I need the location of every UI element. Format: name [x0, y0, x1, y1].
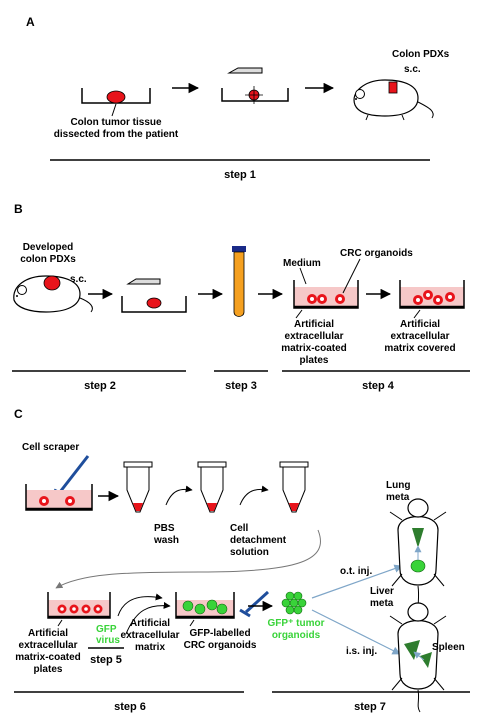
mouse-lung-meta-icon: [389, 498, 447, 617]
gfp-virus-2: virus: [96, 635, 120, 646]
step5-label: step 5: [90, 654, 122, 666]
tissue-label-line2: dissected from the patient: [54, 129, 179, 140]
aem-covered-pointer: [413, 309, 421, 319]
aem-covered-3: matrix covered: [384, 343, 455, 354]
developed-line2: colon PDXs: [20, 254, 76, 265]
is-injection-arrow: [311, 609, 401, 655]
ot-injection-arrow: [311, 564, 403, 599]
dish-minced-tissue: [121, 296, 187, 313]
cell-scraper-label: Cell scraper: [22, 442, 79, 453]
lung-meta-2: meta: [386, 492, 410, 503]
aem-coated-c-3: matrix-coated: [15, 652, 81, 663]
pointer-line: [111, 103, 117, 117]
cell-scraper-2-icon: [239, 590, 270, 618]
aem-covered-1: Artificial: [400, 319, 440, 330]
aem-coated-b-1: Artificial: [294, 319, 334, 330]
crc-pointer: [342, 258, 361, 294]
step3-label: step 3: [225, 380, 257, 392]
dish-cut-tissue: [221, 86, 289, 104]
aem-coated-b-4: plates: [300, 355, 329, 366]
centrifuge-tube-icon: [232, 246, 246, 317]
medium-pointer: [299, 267, 307, 285]
organoid-plate-coated: [293, 280, 359, 309]
aem-covered-2: extracellular: [391, 331, 450, 342]
aem-coated-c-1: Artificial: [28, 628, 68, 639]
gfp-labelled-1: GFP-labelled: [189, 628, 250, 639]
detach-line3: solution: [230, 547, 269, 558]
aem-coated-c-4: plates: [34, 664, 63, 675]
step2-label: step 2: [84, 380, 116, 392]
gfp-tumor-1: GFP⁺ tumor: [268, 618, 325, 629]
aem-c-2: extracellular: [121, 630, 180, 641]
mouse-icon: [353, 79, 434, 121]
plate-scrape: [25, 484, 93, 511]
gfp-virus-1: GFP: [96, 624, 117, 635]
scalpel-icon: [227, 67, 263, 74]
tissue-label-line1: Colon tumor tissue: [70, 117, 162, 128]
aem-c-1: Artificial: [130, 618, 170, 629]
step7-label: step 7: [354, 701, 386, 713]
liver-meta-2: meta: [370, 598, 394, 609]
aem-coated-b-2: extracellular: [285, 331, 344, 342]
panel-b-label: B: [14, 202, 23, 216]
step4-label: step 4: [362, 380, 395, 392]
lung-meta-1: Lung: [386, 480, 410, 491]
step6-label: step 6: [114, 701, 146, 713]
organoid-plate-covered: [399, 280, 465, 309]
aem-c-3: matrix: [135, 642, 165, 653]
sc-label-b: s.c.: [70, 274, 87, 285]
dish-tumor-tissue: [81, 88, 151, 104]
pdx-label: Colon PDXs: [392, 49, 450, 60]
gfp-organoid-cluster: [281, 591, 307, 615]
pbs-line1: PBS: [154, 523, 175, 534]
aem-coated-c-pointer: [57, 619, 63, 627]
pbs-line2: wash: [153, 535, 179, 546]
ot-inj-label: o.t. inj.: [340, 566, 372, 577]
panel-c-label: C: [14, 407, 23, 421]
return-arrow: [55, 529, 321, 589]
gfp-plate-pointer: [189, 619, 195, 627]
panel-a-label: A: [26, 15, 35, 29]
aem-coated-pointer: [295, 309, 303, 319]
tube-1-icon: [123, 461, 153, 513]
mouse-b-icon: [13, 275, 93, 313]
sc-label-a: s.c.: [404, 64, 421, 75]
detach-line1: Cell: [230, 523, 249, 534]
liver-meta-1: Liver: [370, 586, 394, 597]
developed-line1: Developed: [23, 242, 74, 253]
detach-line2: detachment: [230, 535, 287, 546]
is-inj-label: i.s. inj.: [346, 646, 377, 657]
mouse-liver-meta-icon: [389, 602, 447, 713]
arrow-c2: [165, 485, 193, 506]
scalpel-b-icon: [126, 278, 161, 285]
tube-2-icon: [197, 461, 227, 513]
step1-label: step 1: [224, 169, 256, 181]
gfp-tumor-2: organoids: [272, 630, 321, 641]
aem-coated-c-2: extracellular: [19, 640, 78, 651]
aem-coated-b-3: matrix-coated: [281, 343, 347, 354]
plate-gfp: [175, 592, 235, 619]
plate-reseed: [47, 592, 111, 619]
gfp-labelled-2: CRC organoids: [184, 640, 257, 651]
spleen-label: Spleen: [432, 642, 465, 653]
tube-3-icon: [279, 461, 309, 513]
arrow-c5: [125, 601, 171, 635]
medium-label: Medium: [283, 258, 321, 269]
crc-organoids-label: CRC organoids: [340, 248, 413, 259]
arrow-c4: [117, 593, 163, 617]
arrow-c3: [239, 485, 269, 506]
